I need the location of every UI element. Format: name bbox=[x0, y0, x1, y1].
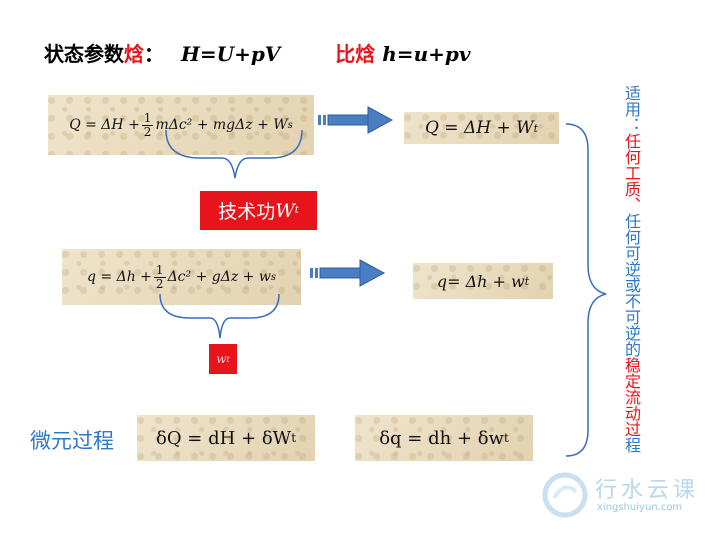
side-note-red-1: 任何工质、 bbox=[622, 133, 641, 213]
title-highlight: 焓 bbox=[124, 42, 144, 66]
title-eq2: h=u+pv bbox=[382, 42, 471, 66]
eq-unit-result-sub: t bbox=[524, 274, 530, 288]
arrow-right-icon-2 bbox=[310, 259, 386, 287]
title-colon: ： bbox=[144, 42, 164, 66]
eq-total-rhs: mΔc² + mgΔz + W bbox=[155, 117, 288, 133]
watermark-brand: 行水云课 bbox=[595, 478, 700, 503]
eq-total-result: Q = ΔH + W bbox=[424, 118, 534, 138]
arrow-right-icon-1 bbox=[318, 106, 394, 134]
title-eq1: H=U+pV bbox=[180, 42, 281, 66]
eq-micro-total-sub: t bbox=[291, 431, 297, 445]
page-title: 状态参数焓： H=U+pV 比焓 h=u+pv bbox=[44, 38, 470, 67]
small-work-symbol: w bbox=[216, 352, 227, 366]
side-note: 适用：任何工质、任何可逆或不可逆的稳定流动过程 bbox=[620, 85, 642, 505]
side-note-prefix: 适用： bbox=[622, 85, 641, 133]
title-prefix: 状态参数 bbox=[44, 42, 124, 66]
micro-label: 微元过程 bbox=[30, 429, 114, 453]
eq-unit-sub: s bbox=[270, 271, 276, 283]
watermark-url: xingshuiyun.com bbox=[597, 502, 683, 513]
side-note-red-2: 稳定流动过 bbox=[622, 357, 641, 437]
tech-work-symbol: W bbox=[275, 199, 295, 222]
title-label2: 比焓 bbox=[335, 42, 376, 66]
brace-right-icon bbox=[565, 123, 607, 457]
eq-total-sub: s bbox=[287, 119, 293, 131]
eq-unit-rhs: Δc² + gΔz + w bbox=[167, 269, 271, 285]
brace-down-icon-1 bbox=[165, 129, 303, 179]
watermark: 行水云课 xingshuiyun.com bbox=[540, 470, 720, 520]
tech-work-text: 技术功 bbox=[218, 201, 276, 223]
brace-down-icon-2 bbox=[159, 293, 280, 339]
side-note-text: 任何可逆或不可逆的 bbox=[622, 213, 641, 357]
eq-unit-result: q= Δh + w bbox=[436, 271, 525, 291]
eq-micro-total: δQ = dH + δW bbox=[155, 427, 292, 449]
tech-work-sub: t bbox=[294, 205, 299, 216]
watermark-logo-icon bbox=[542, 472, 588, 518]
eq-unit-lhs: q = Δh + bbox=[87, 269, 152, 285]
eq-micro-unit-sub: t bbox=[503, 431, 509, 445]
eq-total-lhs: Q = ΔH + bbox=[69, 117, 140, 133]
side-note-tail: 程 bbox=[622, 437, 641, 453]
small-work-sub: t bbox=[226, 354, 230, 364]
eq-micro-unit: δq = dh + δw bbox=[379, 427, 504, 449]
eq-total-result-sub: t bbox=[533, 121, 539, 135]
